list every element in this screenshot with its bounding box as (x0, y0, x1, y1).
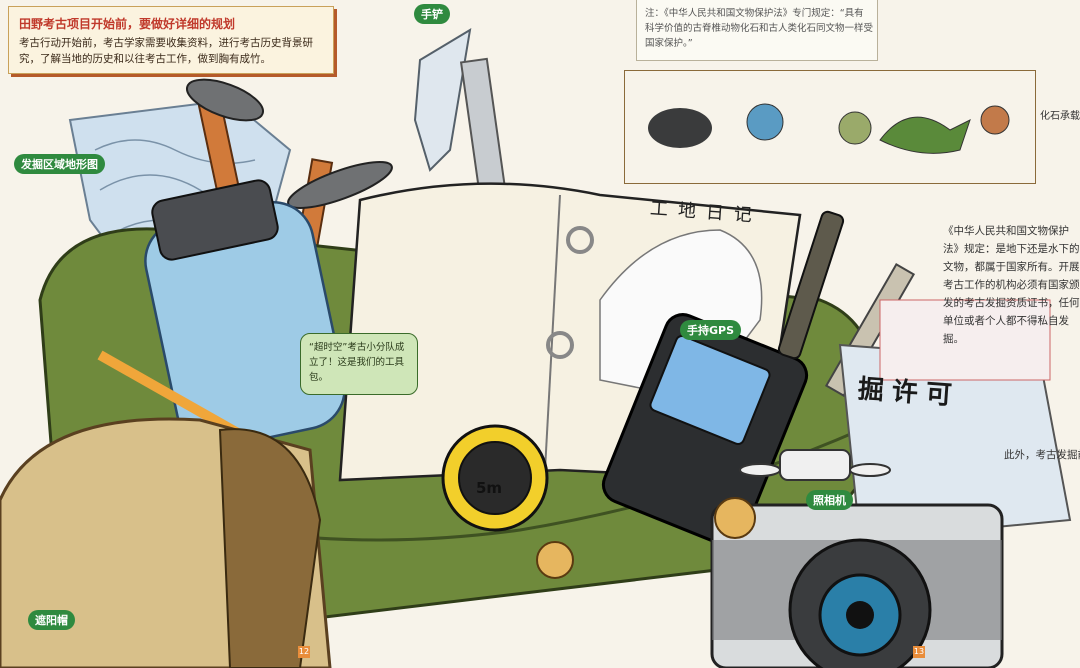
tape-label: 5m (476, 479, 503, 497)
evolution-strip (624, 70, 1036, 184)
drone (739, 449, 891, 481)
galaxy-icon (648, 108, 712, 148)
pickaxe-head (186, 78, 264, 122)
label-gps: 手持GPS (680, 320, 742, 340)
label-camera: 照相机 (806, 490, 853, 510)
speech-bubble: “超时空”考古小分队成立了！这是我们的工具包。 (300, 333, 418, 395)
label-hat: 遮阳帽 (28, 610, 75, 630)
law-note-text: 注：《中华人民共和国文物保护法》专门规定：“具有科学价值的古脊椎动物化石和古人类… (645, 8, 874, 49)
tag (536, 541, 574, 579)
law-text: 《中华人民共和国文物保护法》规定：是地下还是水下的文物，都属于国家所有。开展考古… (943, 225, 1080, 345)
earth-icon (746, 103, 784, 141)
label-trowel: 手铲 (414, 4, 450, 24)
page-number-right: 13 (913, 646, 925, 658)
permit-title: 掘许可 (856, 374, 961, 412)
intro-body: 考古行动开始前，考古学家需要收集资料，进行考古历史背景研究，了解当地的历史和以往… (19, 37, 313, 65)
caveman-icon (980, 105, 1010, 135)
speech-bubble-text: “超时空”考古小分队成立了！这是我们的工具包。 (309, 342, 405, 383)
intro-title: 田野考古项目开始前，要做好详细的规划 (19, 17, 236, 31)
permit-text: 此外，考古发掘前还需要向国家文物局提出申请书。获得审批通过后，我们的工作才能开始… (1004, 449, 1080, 461)
ruler (459, 57, 507, 193)
dinosaur-icon (879, 116, 971, 154)
pen (777, 210, 845, 360)
law-note-panel: 注：《中华人民共和国文物保护法》专门规定：“具有科学价值的古脊椎动物化石和古人类… (636, 0, 878, 61)
intro-panel: 田野考古项目开始前，要做好详细的规划 考古行动开始前，考古学家需要收集资料，进行… (8, 6, 334, 74)
trowel (413, 28, 472, 172)
label-map: 发掘区域地形图 (14, 154, 105, 174)
fossil-side-text: 化石承载着地球上各种生物的诞生与消亡，是关于生命的记录。 (1040, 111, 1080, 122)
page-number-left: 12 (298, 646, 310, 658)
